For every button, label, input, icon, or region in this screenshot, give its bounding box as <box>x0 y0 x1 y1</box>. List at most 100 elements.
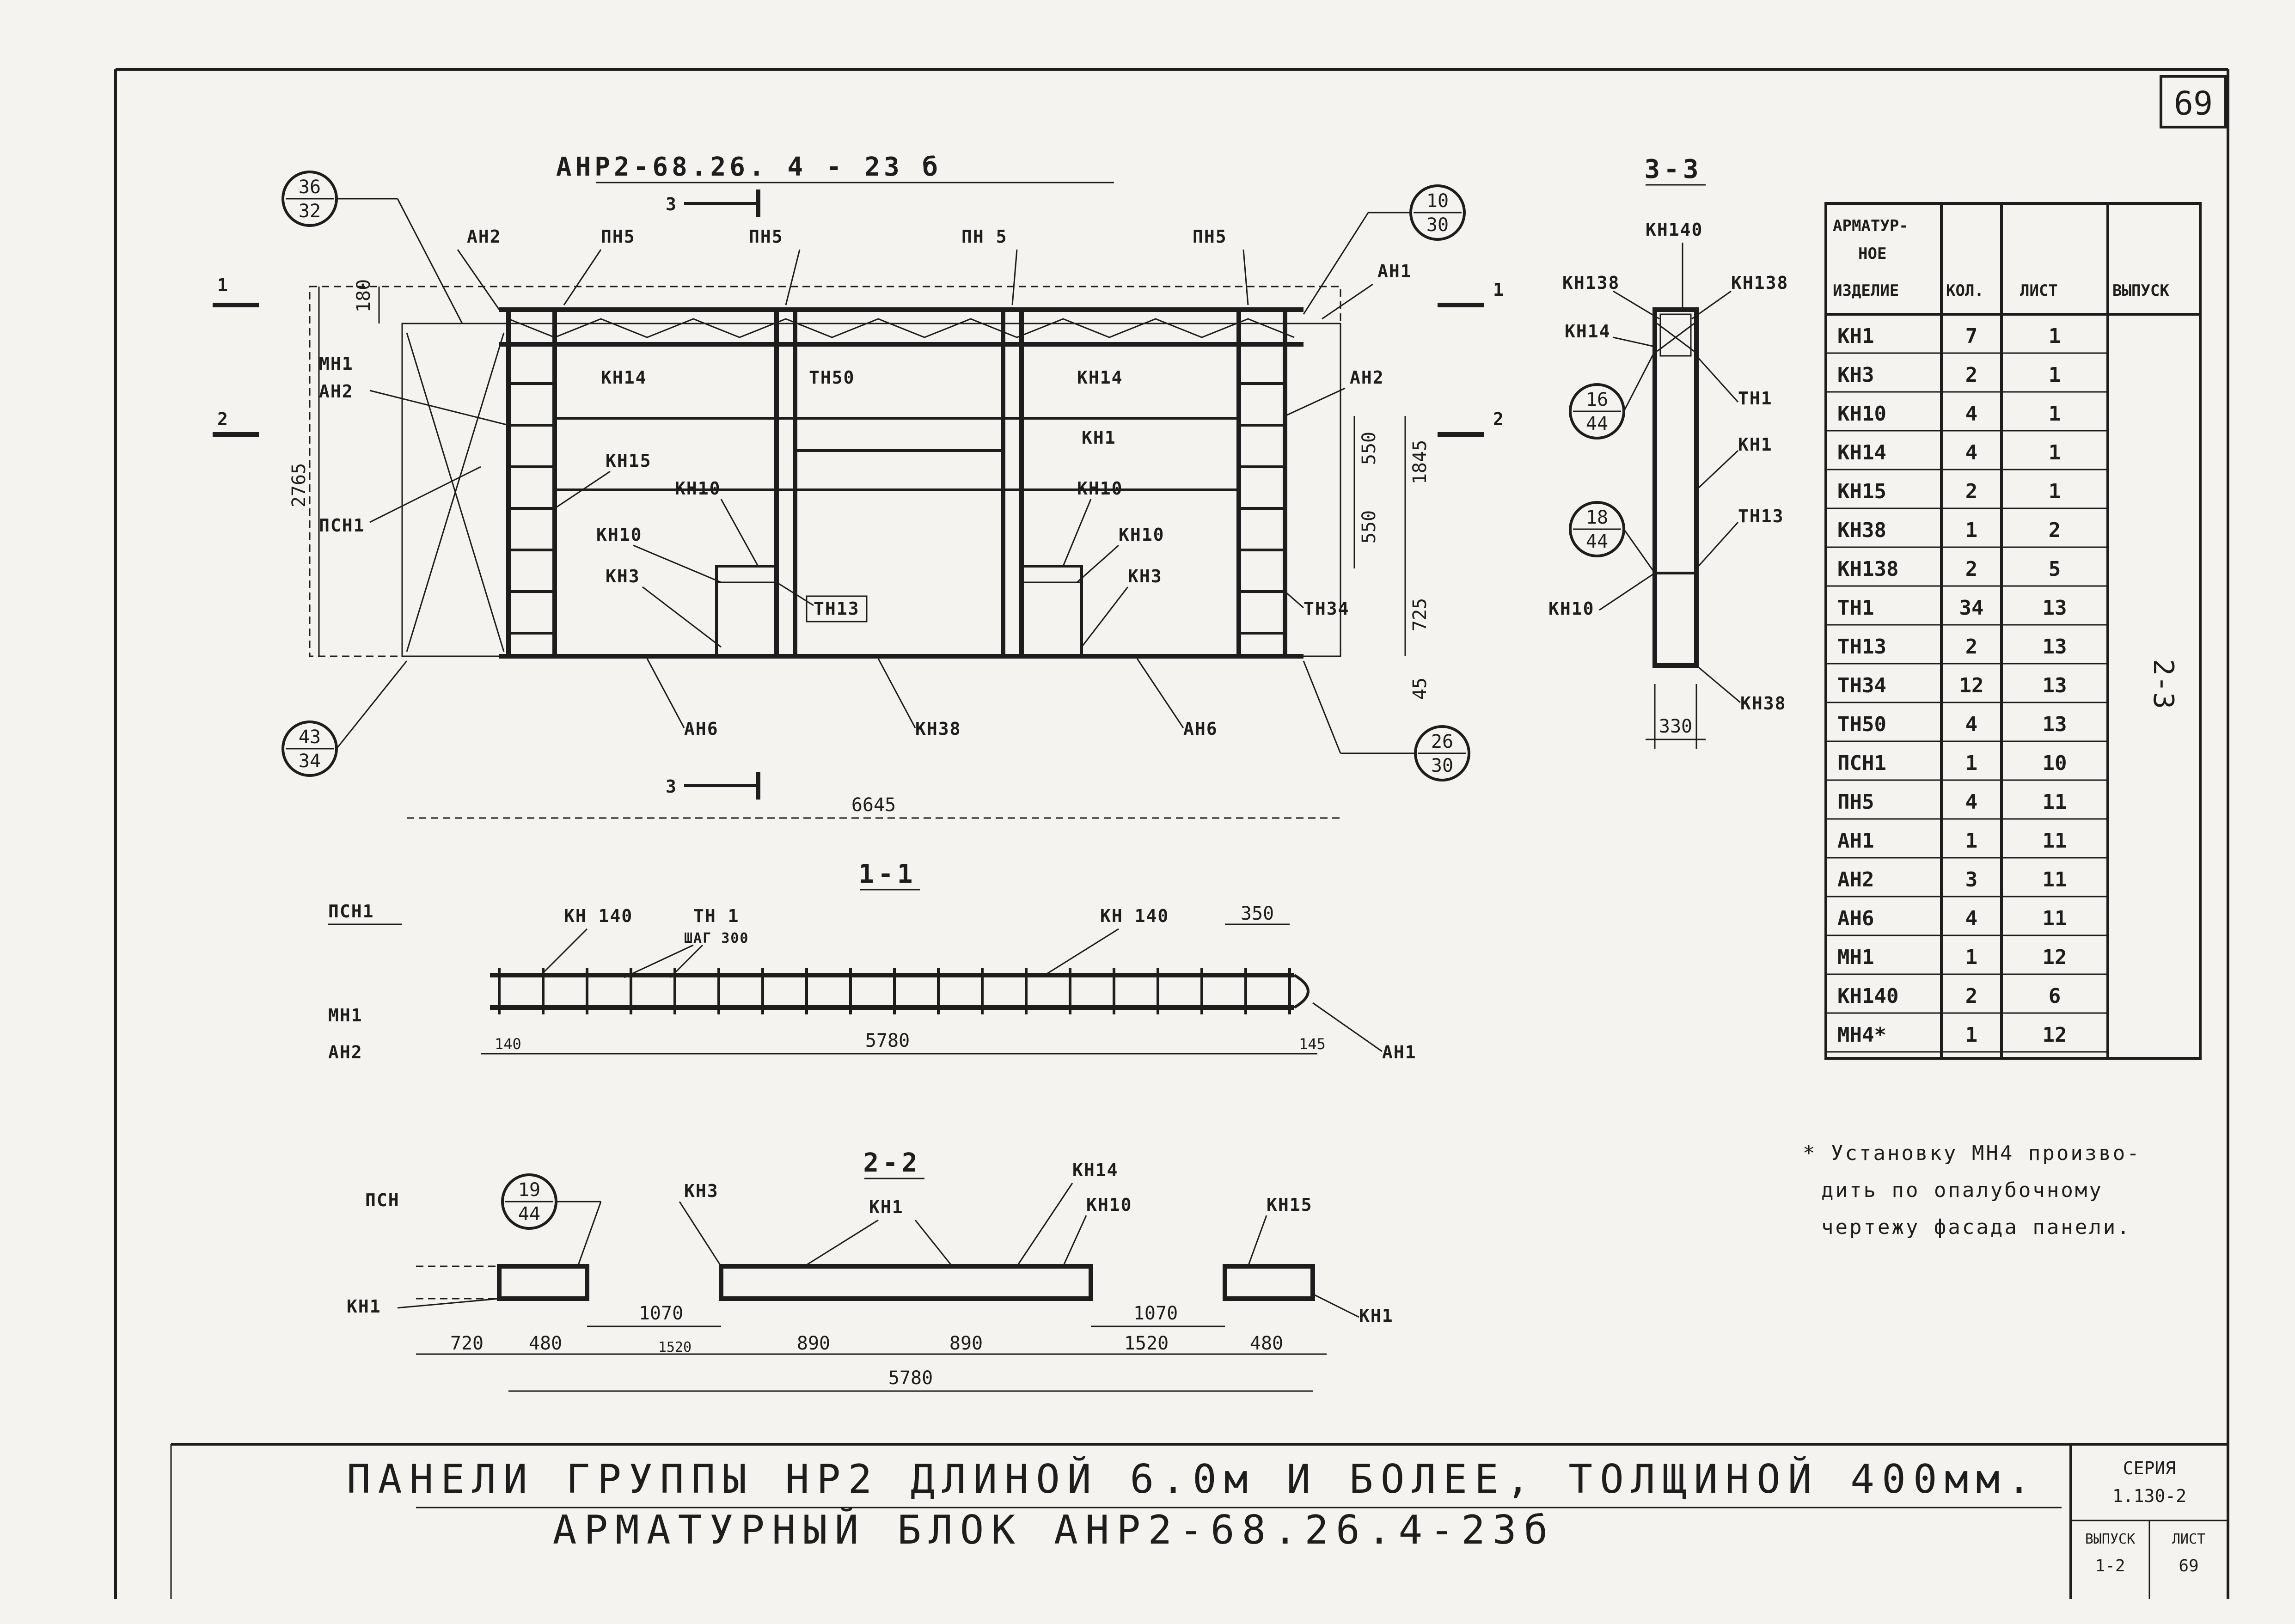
label-2-psn: ПСН <box>365 1190 400 1210</box>
section-3-3: 3-3 16 44 18 44 КН140 КН138 КН138 <box>1548 154 1787 749</box>
table-header-qty: КОЛ. <box>1946 281 1984 300</box>
label-pn5-4: ПН5 <box>1193 226 1227 247</box>
table-cell-sheet: 12 <box>2043 1023 2067 1047</box>
svg-text:44: 44 <box>1586 531 1608 552</box>
dim-180: 180 <box>353 279 374 312</box>
title-line-1: ПАНЕЛИ ГРУППЫ НР2 ДЛИНОЙ 6.0м И БОЛЕЕ, Т… <box>347 1456 2038 1502</box>
series-label: СЕРИЯ <box>2123 1458 2176 1478</box>
table-cell-sheet: 1 <box>2049 324 2061 348</box>
label-kn3-left: КН3 <box>606 566 640 586</box>
table-header-item-3: ИЗДЕЛИЕ <box>1833 281 1899 300</box>
issue-value: 1-2 <box>2095 1557 2125 1575</box>
svg-text:10: 10 <box>1426 190 1449 212</box>
label-1-an2: АН2 <box>328 1042 363 1062</box>
sheet-frame: 69 <box>114 68 2229 1599</box>
callout-10-30: 10 30 <box>1303 184 1466 315</box>
label-an6-left: АН6 <box>684 719 719 739</box>
table-cell-qty: 4 <box>1965 907 1978 930</box>
svg-text:3: 3 <box>666 776 677 797</box>
table-cell-item: ТН1 <box>1837 596 1874 620</box>
svg-text:19: 19 <box>518 1179 540 1201</box>
label-psn1: ПСН1 <box>319 515 365 536</box>
svg-text:44: 44 <box>518 1203 540 1225</box>
table-cell-item: КН3 <box>1837 363 1874 387</box>
label-kn3-right: КН3 <box>1128 566 1163 586</box>
label-2-kn10: КН10 <box>1086 1195 1132 1215</box>
section-2-2-title: 2-2 <box>863 1148 921 1178</box>
label-kn10-b: КН10 <box>1077 478 1123 499</box>
table-cell-item: КН1 <box>1837 324 1874 348</box>
svg-text:30: 30 <box>1426 214 1449 236</box>
label-an2-left: АН2 <box>319 381 354 402</box>
table-cell-item: ТН13 <box>1837 635 1886 659</box>
table-cell-qty: 7 <box>1965 324 1978 348</box>
table-cell-qty: 1 <box>1965 751 1978 775</box>
table-cell-item: АН1 <box>1837 829 1874 853</box>
table-cell-qty: 1 <box>1965 519 1978 542</box>
dim-6645: 6645 <box>851 794 896 816</box>
table-cell-item: ПН5 <box>1837 790 1874 814</box>
table-cell-sheet: 13 <box>2043 596 2067 620</box>
table-cell-qty: 12 <box>1959 674 1984 697</box>
table-cell-item: АН2 <box>1837 868 1874 891</box>
label-kn14-right: КН14 <box>1077 367 1123 388</box>
table-cell-item: МН4* <box>1837 1023 1886 1047</box>
label-kn38: КН38 <box>915 719 961 739</box>
dim-5780-b: 5780 <box>888 1368 933 1389</box>
dim-1845: 1845 <box>1409 440 1431 484</box>
label-3-tn13: ТН13 <box>1738 506 1784 526</box>
table-cell-qty: 4 <box>1965 441 1978 464</box>
table-cell-item: ТН34 <box>1837 674 1886 697</box>
label-pn5-3: ПН 5 <box>961 226 1008 247</box>
main-elevation-view: АНР2-68.26. 4 - 23 б <box>213 152 1504 819</box>
dim-1070-b: 1070 <box>1133 1303 1178 1324</box>
sheet-number: 69 <box>2174 85 2213 122</box>
table-header-item-2: НОЕ <box>1858 244 1886 263</box>
table-header-sheet: ЛИСТ <box>2020 281 2058 300</box>
label-3-kn14: КН14 <box>1565 321 1611 342</box>
section-2-2: 2-2 19 44 ПСН КН3 КН14 КН1 КН10 КН15 <box>347 1148 1393 1392</box>
section-3-3-title: 3-3 <box>1644 154 1702 184</box>
section-1-1-ties <box>498 968 1291 1014</box>
label-kn10-c: КН10 <box>596 525 643 545</box>
label-3-kn1: КН1 <box>1738 434 1773 455</box>
table-cell-qty: 2 <box>1965 984 1978 1008</box>
table-cell-sheet: 1 <box>2049 363 2061 387</box>
dim-550-b: 550 <box>1359 510 1380 543</box>
table-cell-sheet: 12 <box>2043 946 2067 969</box>
table-cell-qty: 4 <box>1965 713 1978 736</box>
table-cell-sheet: 1 <box>2049 480 2061 503</box>
table-cell-qty: 2 <box>1965 480 1978 503</box>
dim-1520-a: 1520 <box>658 1339 692 1355</box>
table-cell-sheet: 13 <box>2043 674 2067 697</box>
table-cell-sheet: 11 <box>2043 868 2067 891</box>
table-cell-sheet: 1 <box>2049 402 2061 426</box>
label-2-kn3: КН3 <box>684 1181 719 1201</box>
title-block: ПАНЕЛИ ГРУППЫ НР2 ДЛИНОЙ 6.0м И БОЛЕЕ, Т… <box>347 1444 2228 1599</box>
section-1-1-title: 1-1 <box>858 859 916 889</box>
table-cell-sheet: 6 <box>2049 984 2061 1008</box>
dim-720: 720 <box>450 1333 483 1354</box>
label-tn50: ТН50 <box>809 367 855 388</box>
label-2-kn1-left: КН1 <box>347 1296 381 1317</box>
table-cell-qty: 34 <box>1959 596 1984 620</box>
dim-890-a: 890 <box>797 1333 830 1354</box>
label-kn15: КН15 <box>606 451 652 471</box>
table-cell-sheet: 5 <box>2049 557 2061 581</box>
section-marks-main: 1 1 2 2 3 3 <box>213 189 1504 800</box>
table-cell-item: КН15 <box>1837 480 1886 503</box>
label-kn10-a: КН10 <box>675 478 721 499</box>
label-mn1: МН1 <box>319 354 354 374</box>
dim-5780-a: 5780 <box>865 1030 910 1051</box>
label-an6-right: АН6 <box>1183 719 1218 739</box>
table-header-issue: ВЫПУСК <box>2112 281 2169 300</box>
dim-550-a: 550 <box>1359 432 1380 465</box>
callout-18-44: 18 44 <box>1569 501 1656 574</box>
table-cell-sheet: 1 <box>2049 441 2061 464</box>
table-cell-qty: 3 <box>1965 868 1978 891</box>
dim-145: 145 <box>1299 1035 1326 1053</box>
label-2-kn14: КН14 <box>1072 1160 1119 1180</box>
label-pn5-2: ПН5 <box>749 226 783 247</box>
svg-text:32: 32 <box>299 201 321 222</box>
table-cell-item: КН10 <box>1837 402 1886 426</box>
